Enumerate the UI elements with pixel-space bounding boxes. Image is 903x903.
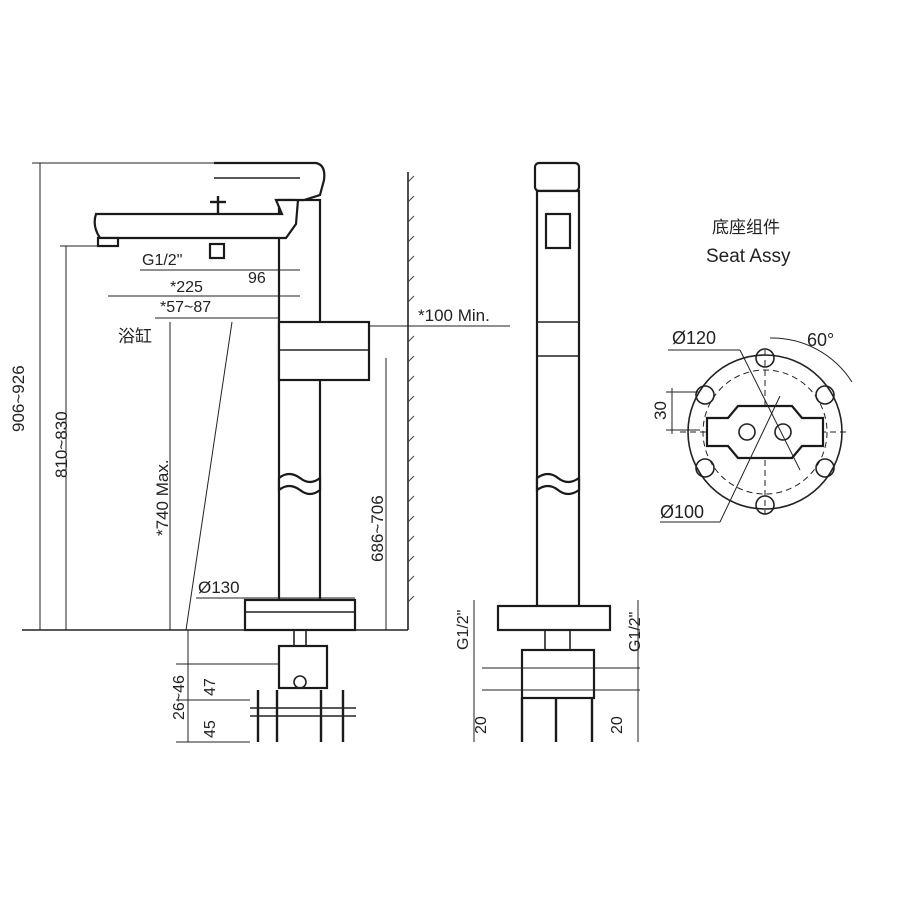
wall-hatching <box>407 175 415 603</box>
seat-plate <box>705 404 825 460</box>
seat-hole-left <box>738 423 756 441</box>
bathtub-label: 浴缸 <box>118 326 152 347</box>
faucet-column <box>277 198 322 602</box>
angle-arc <box>769 337 853 383</box>
spout-outlet <box>96 236 120 248</box>
height-fixing-label: 686~706 <box>368 495 387 562</box>
side-base-plate <box>496 604 612 632</box>
mounting-hole <box>293 675 307 689</box>
spacing-label: 30 <box>651 401 670 420</box>
column-break-mark <box>277 472 322 496</box>
dim-45-label: 45 <box>202 720 219 738</box>
side-dim-20-left-label: 20 <box>473 716 490 734</box>
wall-bracket <box>277 320 371 382</box>
reach-label: *225 <box>170 279 203 296</box>
dim-96-label: 96 <box>248 270 266 287</box>
anchor-bolts-front <box>250 690 356 742</box>
handle-top <box>533 161 581 193</box>
angle-label: 60° <box>807 330 834 350</box>
thread-label-front: G1/2" <box>142 252 182 269</box>
outer-diameter-label: Ø120 <box>672 328 716 348</box>
spout-body <box>93 161 326 240</box>
offset-label: *57~87 <box>160 299 211 316</box>
thread-connector <box>208 242 226 260</box>
seat-hole-right <box>774 423 792 441</box>
height-total-label: 906~926 <box>9 365 28 432</box>
side-view: G1/2" 20 G1/2" 20 <box>455 161 644 742</box>
inner-diameter-label: Ø100 <box>660 502 704 522</box>
mounting-block <box>277 644 329 690</box>
seat-assy-title-cn: 底座组件 <box>712 218 780 238</box>
side-dim-20-right-label: 20 <box>609 716 626 734</box>
seat-screws <box>695 348 835 515</box>
max-depth-label: *740 Max. <box>153 459 172 536</box>
anchor-bolts-side <box>520 698 594 742</box>
side-column <box>535 189 581 608</box>
height-spout-label: 810~830 <box>52 411 71 478</box>
base-diameter-label: Ø130 <box>198 578 240 597</box>
side-thread-right-label: G1/2" <box>627 612 644 652</box>
side-thread-left-label: G1/2" <box>455 610 472 650</box>
side-column-break <box>535 472 581 496</box>
seat-assy-title-en: Seat Assy <box>706 246 791 267</box>
dim-47-label: 47 <box>202 678 219 696</box>
side-mounting-block <box>520 648 596 700</box>
base-depth-label: 26~46 <box>171 675 188 720</box>
front-view: 906~926 810~830 *740 Max. 浴缸 686~706 G1/… <box>9 161 510 743</box>
wall-clearance-label: *100 Min. <box>418 306 490 325</box>
bathtub-edge <box>185 321 233 631</box>
seat-assy-view: 底座组件 Seat Assy Ø120 Ø100 60° <box>651 218 853 523</box>
base-plate <box>243 598 357 632</box>
